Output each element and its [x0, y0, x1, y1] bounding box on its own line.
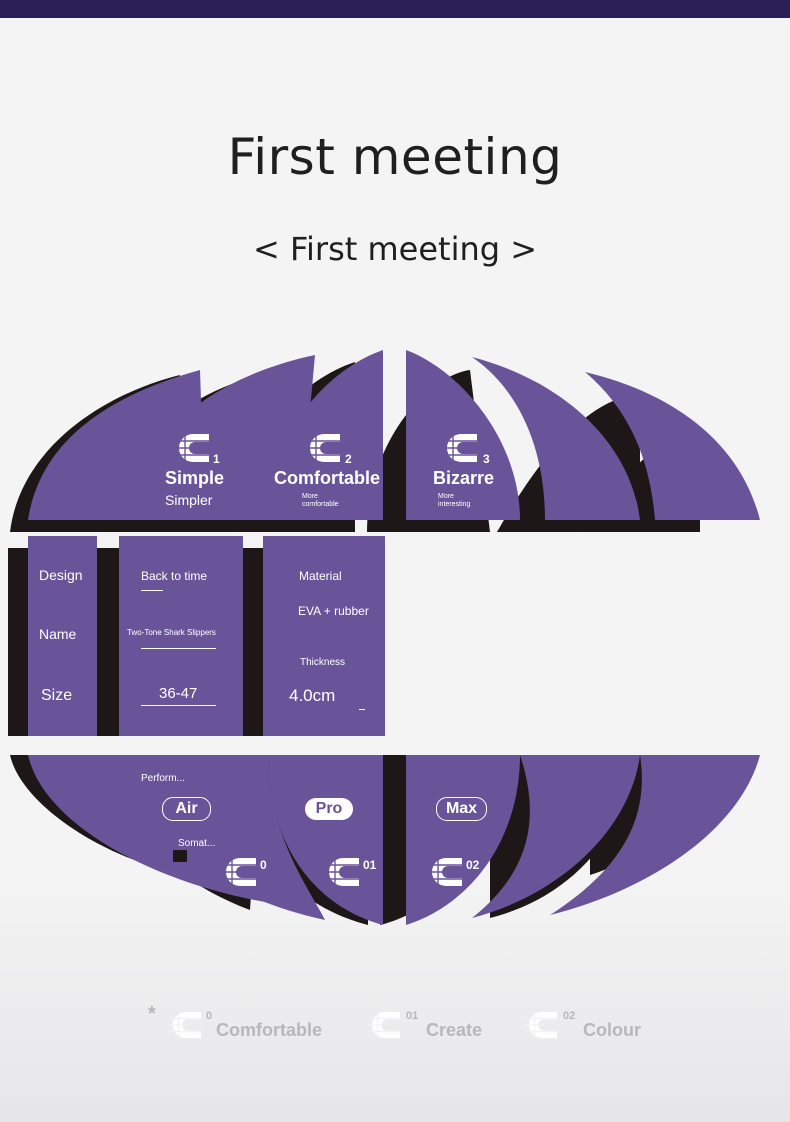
spec-name-value: Two-Tone Shark Slippers — [127, 628, 216, 637]
legend-label-colour: Colour — [583, 1020, 641, 1040]
material-label: Material — [299, 569, 342, 583]
card-number: 1 — [213, 452, 220, 466]
thickness-label: Thickness — [300, 657, 346, 668]
spec-label-name: Name — [39, 626, 77, 642]
logo-c-icon — [441, 432, 481, 464]
shape-artwork — [8, 350, 760, 925]
option-number: 0 — [260, 858, 267, 872]
spec-label-size: Size — [41, 687, 73, 704]
logo-c-icon — [173, 432, 213, 464]
logo-c-icon — [304, 432, 344, 464]
card-subtitle: More comfortable — [302, 493, 339, 508]
logo-c-icon — [365, 1010, 405, 1040]
option-number: 02 — [466, 858, 480, 872]
top-bar — [0, 0, 790, 18]
option-air-button[interactable]: Air — [162, 797, 211, 821]
legend-label-create: Create — [426, 1020, 483, 1040]
perform-label: Perform... — [141, 773, 185, 784]
page-subtitle: < First meeting > — [252, 230, 538, 268]
card-title-comfortable: Comfortable — [274, 468, 381, 488]
material-value: EVA + rubber — [298, 604, 369, 618]
legend-label-comfortable: Comfortable — [216, 1020, 323, 1040]
logo-c-icon — [166, 1010, 206, 1040]
option-max-button[interactable]: Max — [436, 797, 487, 821]
underline — [141, 590, 163, 591]
card-number: 2 — [345, 452, 352, 466]
underline — [141, 705, 216, 706]
page-title: First meeting — [227, 128, 563, 186]
spec-design-value: Back to time — [141, 569, 208, 583]
option-pro-button[interactable]: Pro — [305, 798, 353, 820]
underline — [141, 648, 216, 649]
logo-c-icon — [323, 856, 363, 888]
spec-label-design: Design — [39, 567, 83, 583]
option-number: 01 — [363, 858, 377, 872]
dark-notch — [173, 850, 187, 862]
logo-c-icon — [522, 1010, 562, 1040]
card-title-simple: Simple — [165, 468, 225, 488]
card-title-bizarre: Bizarre — [433, 468, 495, 488]
legend-number: 02 — [563, 1010, 576, 1022]
logo-c-icon — [426, 856, 466, 888]
card-number: 3 — [483, 452, 490, 466]
somat-label: Somat... — [178, 838, 216, 849]
legend-number: 01 — [406, 1010, 419, 1022]
spec-size-value: 36-47 — [159, 685, 198, 702]
card-subtitle: Simpler — [165, 492, 213, 508]
logo-c-icon — [220, 856, 260, 888]
legend-star: * — [148, 1003, 156, 1025]
card-subtitle: More interesting — [438, 493, 471, 508]
underline — [359, 709, 365, 710]
thickness-value: 4.0cm — [289, 686, 336, 705]
legend-number: 0 — [206, 1010, 213, 1022]
